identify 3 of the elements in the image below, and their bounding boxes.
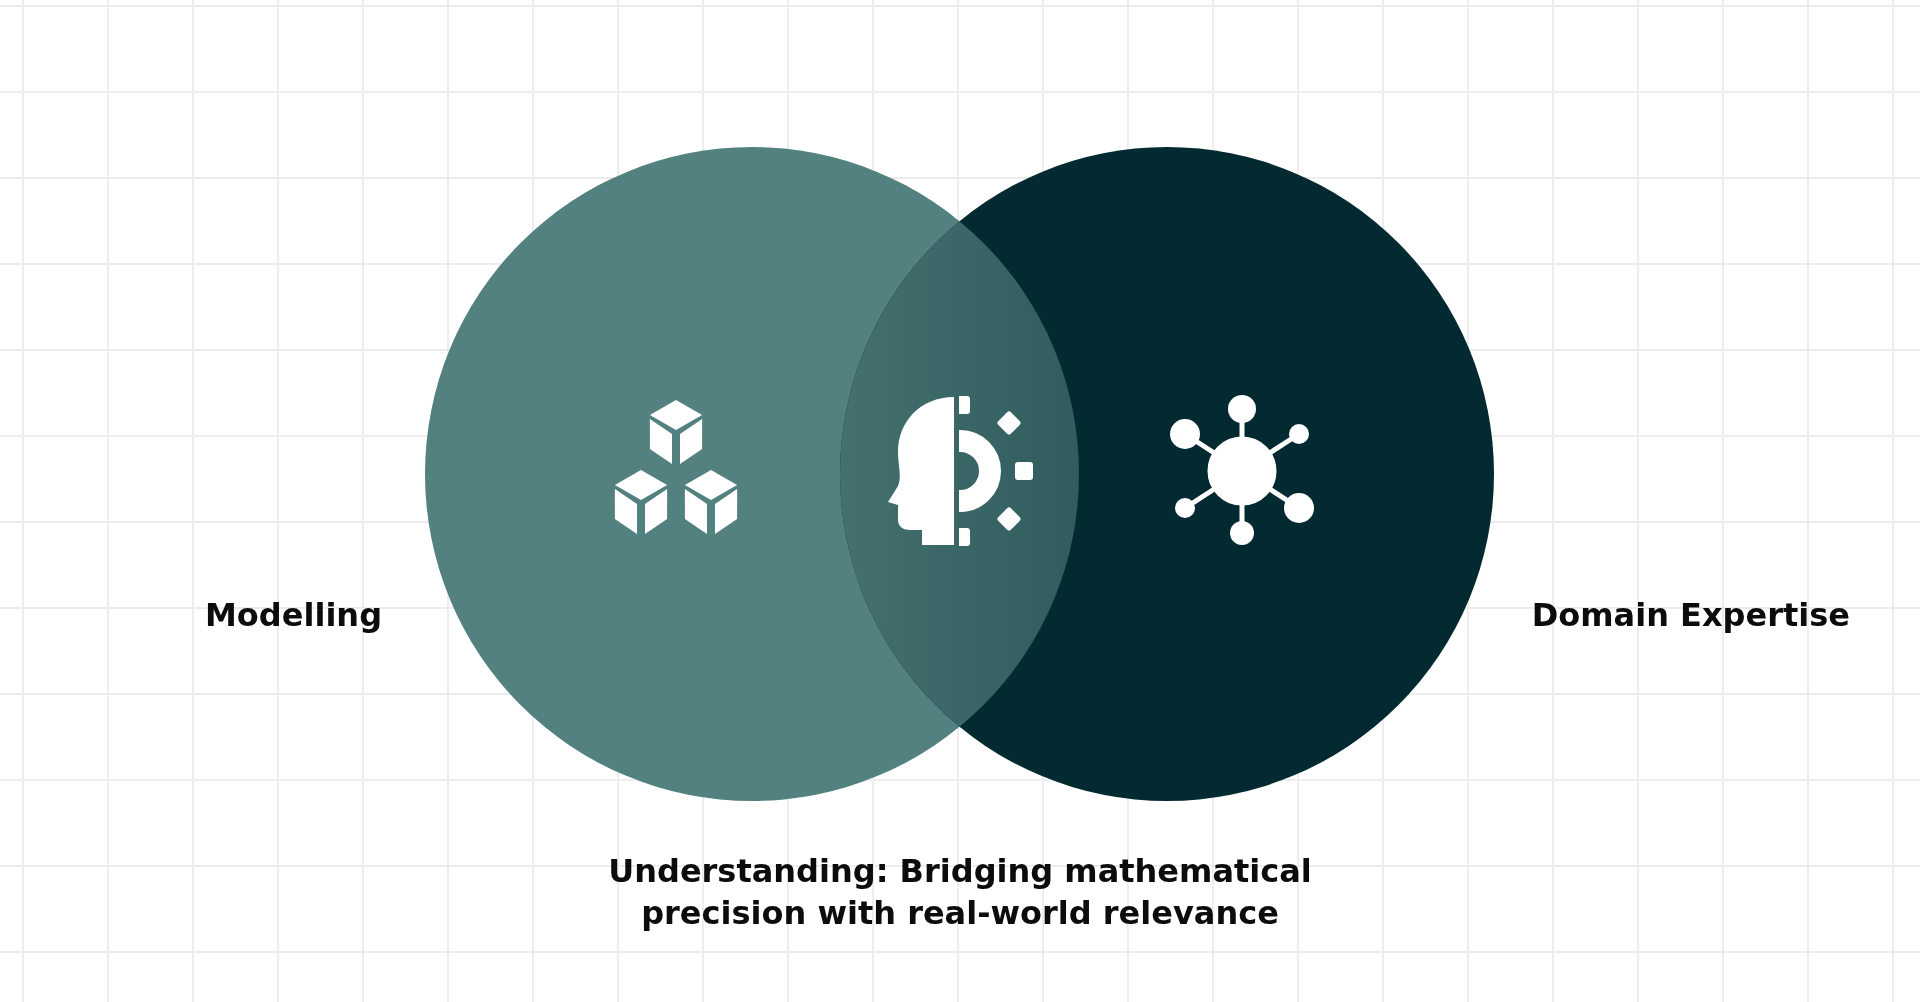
circle-label: Domain Expertise <box>1531 596 1850 634</box>
circle-label: Modelling <box>205 596 383 634</box>
caption: Understanding: Bridging mathematical precision with real-world relevance <box>607 851 1313 934</box>
